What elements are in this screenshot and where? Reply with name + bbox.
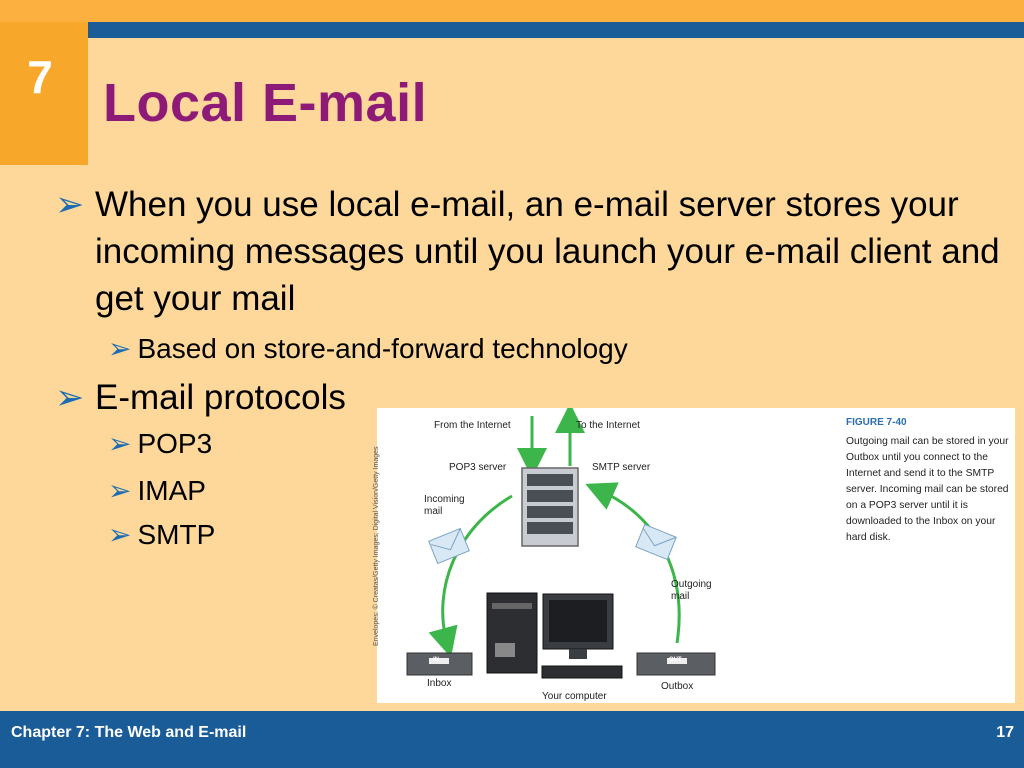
from-internet-label: From the Internet [434,420,511,431]
figure-caption-title: FIGURE 7-40 [846,417,907,428]
computer-icon [486,592,623,679]
bullet-text: When you use local e-mail, an e-mail ser… [95,185,1000,318]
figure-caption: Outgoing mail can be stored in your Outb… [846,436,1009,543]
bullet-local-email: ➢ When you use local e-mail, an e-mail s… [55,181,1005,322]
slide-title: Local E-mail [103,73,428,133]
smtp-server-label: SMTP server [592,462,651,473]
outbox-tray-icon [636,652,716,676]
top-blue-line [88,22,1024,38]
incoming-mail-arrow [428,494,513,658]
in-tray-label: IN [433,657,439,663]
incoming-envelope-icon [428,527,470,565]
subbullet-smtp: ➢SMTP [108,518,215,551]
out-tray-label: OUT [669,657,682,663]
pop3-server-label: POP3 server [449,462,507,473]
inbox-label: Inbox [427,678,452,689]
footer-chapter-title: Chapter 7: The Web and E-mail [11,724,247,741]
page-number: 17 [996,724,1014,741]
subbullet-text: POP3 [137,428,213,459]
subbullet-text: Based on store-and-forward technology [137,333,628,364]
server-icon [521,467,579,547]
subbullet-imap: ➢IMAP [108,474,206,507]
subbullet-text: IMAP [137,475,206,506]
to-internet-label: To the Internet [576,420,640,431]
arrow-bullet-icon: ➢ [108,519,132,550]
arrow-bullet-icon: ➢ [108,333,132,364]
inbox-tray-icon [406,652,473,676]
your-computer-label: Your computer [542,691,607,702]
email-flow-figure: From the Internet To the Internet POP3 s… [373,408,1015,703]
outgoing-envelope-icon [635,523,677,561]
outgoing-mail-label: Outgoing mail [671,579,712,602]
outbox-label: Outbox [661,681,694,692]
subbullet-text: SMTP [137,519,216,550]
chapter-number: 7 [27,51,53,103]
image-credit: Envelopes: © Creatas/Getty Images; Digit… [373,446,380,646]
email-flow-diagram [406,408,716,679]
subbullet-store-forward: ➢Based on store-and-forward technology [108,332,628,365]
subbullet-pop3: ➢POP3 [108,427,212,460]
footer-bar: Chapter 7: The Web and E-mail 17 [0,711,1024,768]
arrow-bullet-icon: ➢ [108,428,132,459]
top-band [0,0,1024,22]
bullet-text: E-mail protocols [95,378,346,417]
arrow-bullet-icon: ➢ [55,378,85,417]
arrow-bullet-icon: ➢ [55,185,85,224]
arrow-bullet-icon: ➢ [108,475,132,506]
chapter-box [0,22,88,165]
incoming-mail-label: Incoming mail [424,494,465,517]
bullet-email-protocols: ➢ E-mail protocols [55,378,346,418]
